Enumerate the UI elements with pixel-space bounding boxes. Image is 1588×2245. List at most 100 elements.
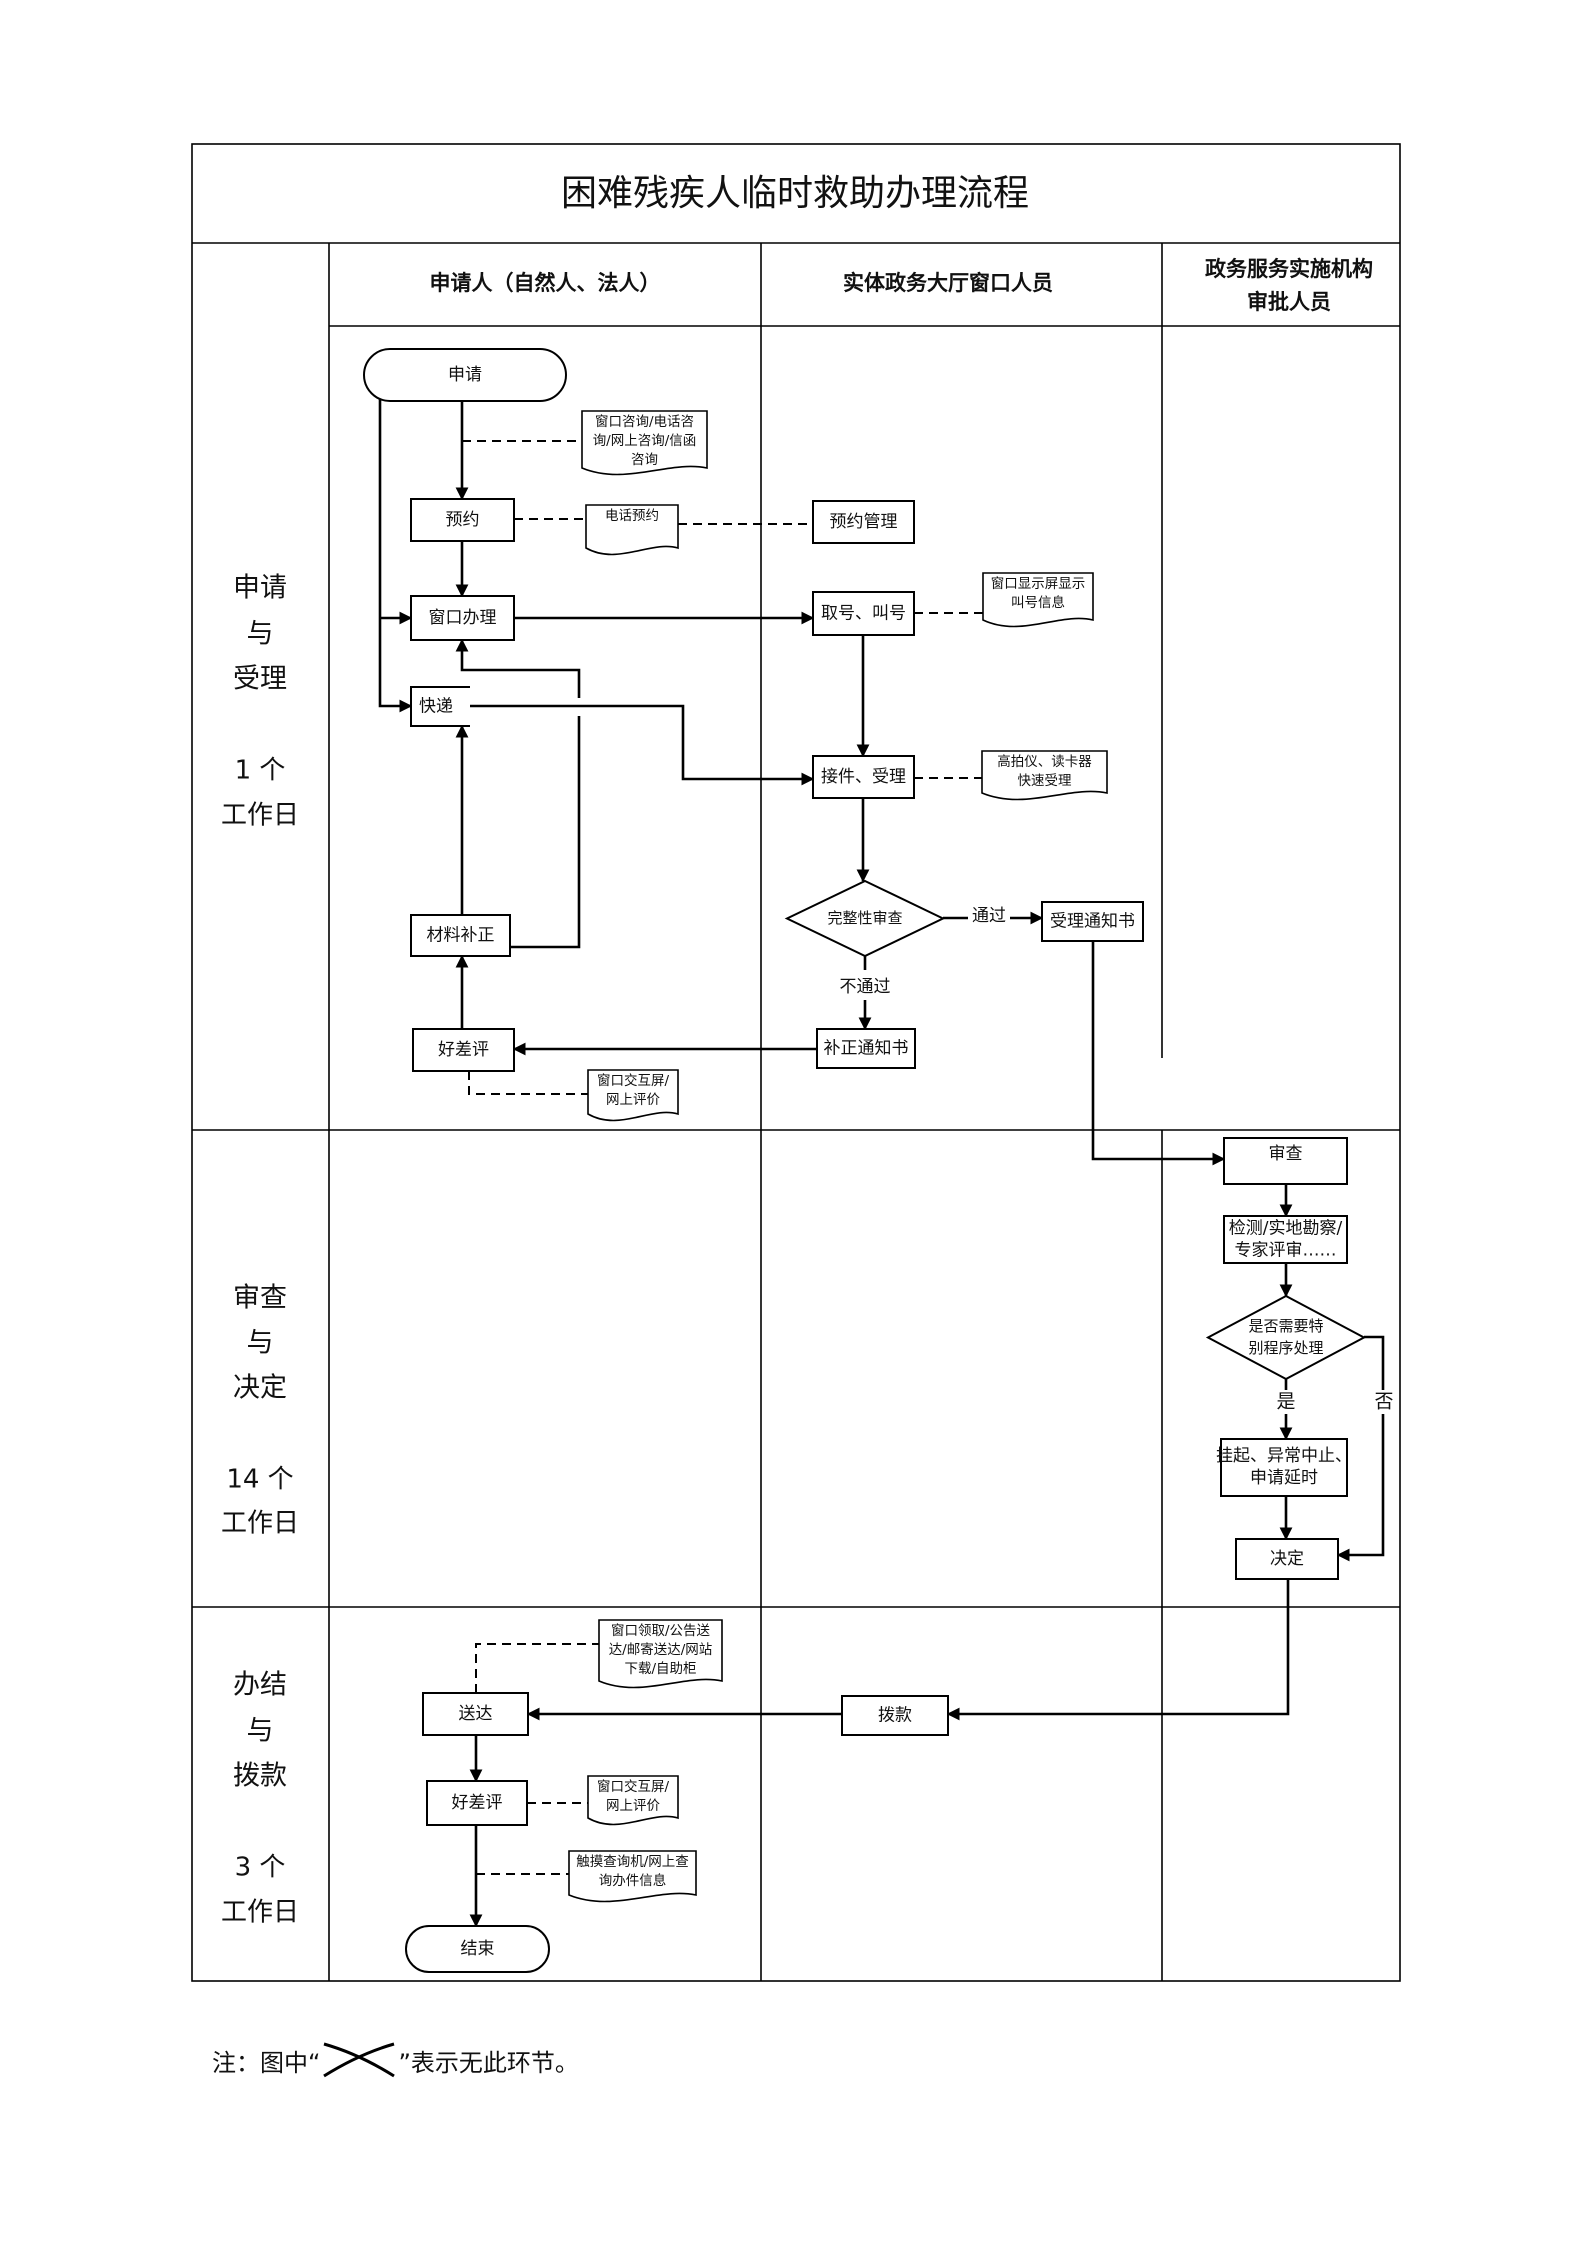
node-fix-notice-label: 补正通知书 — [824, 1039, 909, 1059]
stage-duration: 1 个 — [235, 756, 286, 786]
node-accept — [812, 755, 915, 799]
node-pay — [841, 1695, 949, 1736]
node-material-label: 材料补正 — [427, 926, 495, 946]
branch-label-fail: 不通过 — [840, 977, 891, 997]
note-consult-text: 咨询 — [631, 452, 658, 468]
node-inspect — [1223, 1215, 1348, 1264]
note-eval1-text: 窗口交互屏/ — [597, 1072, 669, 1089]
stage-name: 办结 — [233, 1670, 287, 1701]
note-consult-text: 询/网上咨询/信函 — [593, 433, 697, 449]
node-material — [410, 914, 511, 957]
node-examine-label: 审查 — [1269, 1144, 1303, 1164]
node-apply — [363, 348, 567, 402]
node-suspend-label: 挂起、异常中止、 — [1216, 1446, 1352, 1466]
node-review1 — [412, 1028, 515, 1072]
outer-frame — [191, 143, 1401, 1982]
stage-name: 审查 — [233, 1283, 287, 1314]
note-consult-text: 窗口咨询/电话咨 — [595, 413, 694, 430]
note-delivery-text: 窗口领取/公告送 — [611, 1622, 711, 1639]
page-title: 困难残疾人临时救助办理流程 — [561, 173, 1029, 214]
node-apply-label: 申请 — [448, 365, 482, 385]
node-reserve-mgmt-label: 预约管理 — [830, 512, 898, 532]
stage-name: 与 — [247, 619, 274, 650]
branch-label-yes: 是 — [1276, 1391, 1295, 1413]
node-inspect-label: 检测/实地勘察/ — [1229, 1219, 1343, 1239]
node-decide-label: 决定 — [1270, 1549, 1304, 1569]
note-query-text: 询办件信息 — [599, 1872, 667, 1889]
flow-arrow — [470, 704, 815, 786]
flow-arrow — [378, 395, 413, 713]
branch-label-pass: 通过 — [972, 906, 1006, 926]
note-scanner — [981, 750, 1108, 801]
cross-curves-icon — [323, 2042, 396, 2078]
stage-duration: 工作日 — [221, 801, 299, 831]
node-fix-notice — [816, 1028, 916, 1069]
node-inspect-label: 专家评审…… — [1235, 1241, 1337, 1261]
footnote-before: 注：图中“ — [212, 2048, 321, 2077]
node-end-label: 结束 — [461, 1939, 495, 1959]
note-query — [568, 1850, 697, 1903]
note-screen-text: 叫号信息 — [1011, 594, 1065, 611]
lane-header-approver: 审批人员 — [1247, 290, 1331, 314]
note-scanner-text: 高拍仪、读卡器 — [997, 753, 1092, 770]
node-deliver — [422, 1692, 529, 1736]
stage-duration: 工作日 — [221, 1509, 299, 1539]
flow-arrow — [510, 716, 581, 949]
footnote: 注：图中“ ”表示无此环节。 — [212, 2040, 579, 2080]
node-accept-label: 接件、受理 — [821, 767, 906, 787]
dashed-connector — [468, 1071, 588, 1095]
node-review1-label: 好差评 — [438, 1040, 489, 1060]
flow-arrow — [1364, 1335, 1385, 1390]
connectors — [378, 395, 1385, 1928]
note-eval1-text: 网上评价 — [606, 1092, 660, 1108]
stage-name: 拨款 — [233, 1761, 287, 1792]
stage-duration: 工作日 — [221, 1898, 299, 1928]
flow-arrow — [946, 1579, 1290, 1721]
node-suspend-label: 申请延时 — [1250, 1468, 1318, 1488]
note-eval2-text: 窗口交互屏/ — [597, 1778, 669, 1795]
flow-arrow — [1091, 941, 1226, 1166]
node-deliver-label: 送达 — [459, 1704, 493, 1724]
dashed-connector — [475, 1643, 599, 1693]
node-accept-notice-label: 受理通知书 — [1050, 912, 1135, 932]
stage-name: 与 — [247, 1716, 274, 1747]
note-eval2-text: 网上评价 — [606, 1798, 660, 1814]
node-review2 — [426, 1780, 528, 1826]
node-window — [410, 595, 515, 641]
stage-duration: 3 个 — [235, 1853, 286, 1883]
note-delivery-text: 达/邮寄送达/网站 — [609, 1641, 713, 1658]
node-examine — [1223, 1137, 1348, 1185]
nodes — [363, 348, 1367, 1973]
lane-header-approver: 政务服务实施机构 — [1205, 257, 1373, 281]
node-window-label: 窗口办理 — [429, 608, 497, 628]
node-special — [1205, 1294, 1367, 1381]
node-reserve-mgmt — [812, 500, 915, 544]
node-reserve-label: 预约 — [446, 510, 480, 530]
lane-header-window-staff: 实体政务大厅窗口人员 — [843, 271, 1053, 295]
node-check-label: 完整性审查 — [827, 909, 902, 927]
flow-arrow — [455, 638, 581, 698]
node-special-label: 是否需要特 — [1248, 1317, 1323, 1335]
footnote-after: ”表示无此环节。 — [398, 2048, 579, 2077]
node-special-label: 别程序处理 — [1248, 1339, 1323, 1357]
node-queue-label: 取号、叫号 — [821, 604, 906, 624]
node-check — [784, 879, 946, 958]
node-review2-label: 好差评 — [452, 1793, 503, 1813]
stage-duration: 14 个 — [226, 1465, 293, 1495]
node-end — [405, 1925, 550, 1973]
note-phone-text: 电话预约 — [605, 508, 659, 524]
note-consult — [581, 410, 708, 476]
lane-header-applicant: 申请人（自然人、法人） — [430, 271, 661, 295]
node-pay-label: 拨款 — [878, 1706, 912, 1726]
note-eval1 — [587, 1069, 679, 1122]
stage-name: 申请 — [233, 573, 287, 604]
stage-name: 受理 — [233, 664, 287, 695]
note-delivery-text: 下载/自助柜 — [624, 1661, 696, 1677]
note-screen-text: 窗口显示屏显示 — [991, 575, 1086, 592]
node-suspend — [1220, 1438, 1348, 1497]
stage-name: 与 — [247, 1328, 274, 1359]
node-decide — [1235, 1538, 1339, 1580]
note-scanner-text: 快速受理 — [1018, 773, 1072, 789]
